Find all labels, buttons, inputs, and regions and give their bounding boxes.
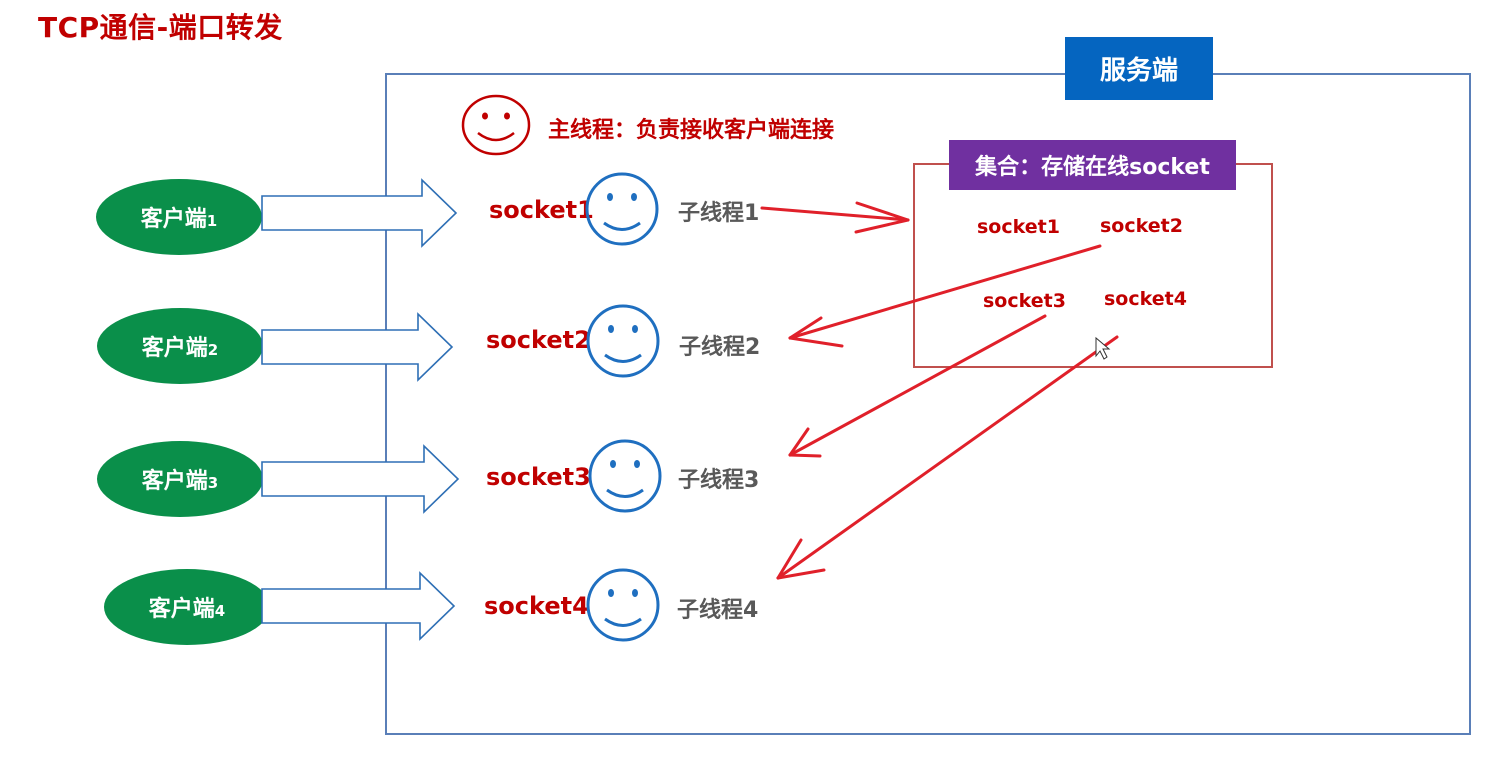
client-index: 2 <box>207 341 219 359</box>
thread-label-4: 子线程4 <box>677 598 759 623</box>
client-label: 客户端 <box>141 469 208 494</box>
forward-arrow-socket4-to-thread4 <box>776 335 1119 580</box>
server-label: 服务端 <box>1065 37 1213 100</box>
forward-arrow-socket3-to-thread3 <box>788 314 1047 458</box>
thread-label-2: 子线程2 <box>679 335 761 360</box>
main-thread-smiley-icon <box>461 94 531 156</box>
client-to-server-arrow-1 <box>261 178 458 248</box>
main-thread-label: 主线程：负责接收客户端连接 <box>548 118 835 143</box>
collection-socket-item: socket2 <box>1100 215 1183 237</box>
client-label: 客户端 <box>148 597 215 622</box>
page-title: TCP通信-端口转发 <box>38 11 283 44</box>
client-to-server-arrow-4 <box>261 571 456 641</box>
client-label: 客户端 <box>140 207 207 232</box>
thread-label-1: 子线程1 <box>678 201 760 226</box>
collection-socket-item: socket3 <box>983 290 1066 312</box>
socket-collection-label: 集合：存储在线socket <box>949 140 1236 190</box>
server-container <box>385 73 1471 735</box>
client-to-server-arrow-3 <box>261 444 460 514</box>
socket-label-3: socket3 <box>486 463 591 491</box>
forward-arrow-thread1-to-collection <box>760 201 910 234</box>
socket-label-1: socket1 <box>489 196 594 224</box>
thread-smiley-icon-2 <box>586 304 660 378</box>
thread-smiley-icon-1 <box>585 172 659 246</box>
socket-label-4: socket4 <box>484 592 589 620</box>
client-index: 4 <box>214 602 226 620</box>
client-index: 1 <box>206 212 218 230</box>
client-to-server-arrow-2 <box>261 312 454 382</box>
mouse-cursor-icon <box>1095 336 1111 360</box>
client-label: 客户端 <box>141 336 208 361</box>
forward-arrow-socket2-to-thread2 <box>788 244 1102 348</box>
socket-label-2: socket2 <box>486 326 591 354</box>
thread-label-3: 子线程3 <box>678 468 760 493</box>
client-index: 3 <box>207 474 219 492</box>
collection-socket-item: socket4 <box>1104 288 1187 310</box>
collection-socket-item: socket1 <box>977 216 1060 238</box>
thread-smiley-icon-3 <box>588 439 662 513</box>
thread-smiley-icon-4 <box>586 568 660 642</box>
